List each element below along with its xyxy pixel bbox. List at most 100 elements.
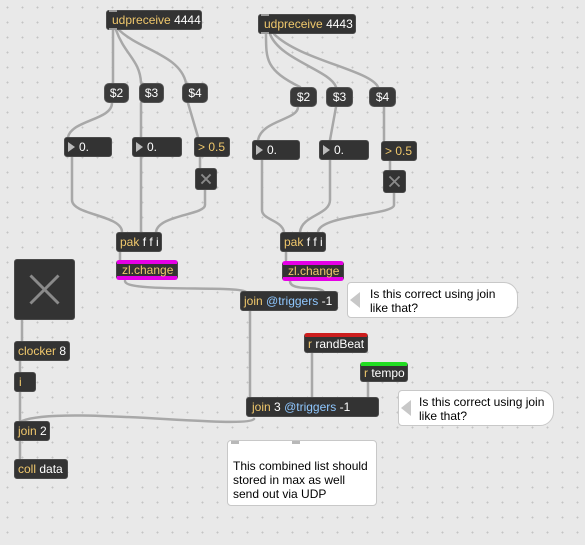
toggle-left[interactable] xyxy=(195,168,217,190)
comment-join-question-2[interactable]: Is this correct using join like that? xyxy=(398,390,554,426)
toggle-right[interactable] xyxy=(383,170,406,193)
dollar4-message-left[interactable]: $4 xyxy=(182,83,208,103)
object-name: coll xyxy=(18,462,37,476)
object-attribute-value: -1 xyxy=(321,294,333,308)
pak-object-right[interactable]: pak f f i xyxy=(280,232,326,252)
outlet[interactable] xyxy=(109,28,117,30)
number-value: 0. xyxy=(79,140,90,154)
comment-arrow xyxy=(401,400,411,416)
object-name: zl.change xyxy=(122,263,174,277)
comment-inlet xyxy=(231,441,239,444)
number-value: 0. xyxy=(267,143,278,157)
dollar3-message-left[interactable]: $3 xyxy=(139,83,164,103)
object-name: pak xyxy=(120,235,140,249)
float-number-box[interactable]: 0. xyxy=(132,137,182,157)
float-number-box[interactable]: 0. xyxy=(252,140,300,160)
object-text: > 0.5 xyxy=(385,144,413,158)
comment-inlet xyxy=(292,441,300,444)
dollar2-message-right[interactable]: $2 xyxy=(290,87,317,107)
cord xyxy=(328,105,338,142)
cord xyxy=(272,32,380,89)
object-args: f f i xyxy=(306,235,323,249)
object-arg: 3 xyxy=(274,400,281,414)
cord xyxy=(316,191,396,234)
cord xyxy=(70,155,124,234)
x-toggle-icon xyxy=(388,175,401,188)
number-value: 0. xyxy=(334,143,345,157)
object-args: 4444 xyxy=(174,13,201,27)
triangle-right-icon xyxy=(68,142,75,152)
cord xyxy=(154,188,207,234)
cord xyxy=(20,414,256,424)
dollar3-message-right[interactable]: $3 xyxy=(326,87,353,107)
inlet[interactable] xyxy=(261,14,269,16)
receive-tempo-object[interactable]: r tempo xyxy=(360,362,408,382)
join2-object[interactable]: join 2 xyxy=(14,421,50,441)
object-args: f f i xyxy=(142,235,159,249)
big-toggle[interactable] xyxy=(14,259,75,320)
triangle-right-icon xyxy=(256,145,263,155)
greater-than-object-right[interactable]: > 0.5 xyxy=(381,141,417,161)
udpreceive-4443-object[interactable]: udpreceive 4443 xyxy=(258,14,356,34)
object-name: zl.change xyxy=(288,264,340,278)
dollar4-message-right[interactable]: $4 xyxy=(369,87,396,107)
inlet[interactable] xyxy=(109,10,117,12)
number-value: 0. xyxy=(147,140,158,154)
int-object[interactable]: i xyxy=(14,372,36,392)
join3-triggers-object[interactable]: join 3 @triggers -1 xyxy=(246,397,379,417)
receive-randbeat-object[interactable]: r randBeat xyxy=(304,333,368,353)
clocker-object[interactable]: clocker 8 xyxy=(14,341,70,361)
object-attribute-value: -1 xyxy=(339,400,351,414)
cord xyxy=(66,101,114,139)
triangle-right-icon xyxy=(136,142,143,152)
cord xyxy=(260,158,286,234)
object-name: join xyxy=(18,424,37,438)
object-name: clocker xyxy=(18,344,57,358)
object-name: udpreceive xyxy=(112,13,171,27)
object-name: join xyxy=(252,400,271,414)
comment-text: Is this correct using join like that? xyxy=(370,287,496,315)
object-args: 8 xyxy=(59,344,67,358)
object-name: pak xyxy=(284,235,304,249)
zl-change-object-left[interactable]: zl.change xyxy=(116,260,178,280)
object-name: udpreceive xyxy=(264,17,323,31)
cord xyxy=(186,101,200,139)
pak-object-left[interactable]: pak f f i xyxy=(116,232,162,252)
object-attribute: @triggers xyxy=(284,400,337,414)
cord xyxy=(298,158,332,234)
object-name: r xyxy=(364,366,368,380)
cord xyxy=(268,32,338,89)
cord xyxy=(288,279,326,294)
cord xyxy=(256,105,300,142)
join-triggers-object[interactable]: join @triggers -1 xyxy=(240,291,338,311)
object-attribute: @triggers xyxy=(266,294,319,308)
object-args: tempo xyxy=(371,366,405,380)
object-name: r xyxy=(308,337,312,351)
x-toggle-icon xyxy=(200,173,212,185)
outlet[interactable] xyxy=(261,32,269,34)
float-number-box[interactable]: 0. xyxy=(319,140,369,160)
x-toggle-icon xyxy=(29,274,60,305)
cord xyxy=(117,28,188,85)
object-name: join xyxy=(244,294,263,308)
greater-than-object-left[interactable]: > 0.5 xyxy=(194,137,230,157)
cord xyxy=(264,32,302,89)
comment-join-question-1[interactable]: Is this correct using join like that? xyxy=(347,282,518,318)
object-args: 2 xyxy=(40,424,47,438)
zl-change-object-right[interactable]: zl.change xyxy=(282,261,344,281)
comment-text: This combined list should stored in max … xyxy=(233,459,368,501)
object-args: data xyxy=(39,462,63,476)
udpreceive-4444-object[interactable]: udpreceive 4444 xyxy=(106,10,202,30)
comment-arrow xyxy=(350,292,360,308)
object-args: randBeat xyxy=(315,337,365,351)
comment-combined-note[interactable]: This combined list should stored in max … xyxy=(227,440,377,506)
dollar2-message-left[interactable]: $2 xyxy=(104,83,129,103)
cord xyxy=(123,279,248,294)
cord xyxy=(114,28,143,85)
float-number-box[interactable]: 0. xyxy=(64,137,112,157)
object-text: > 0.5 xyxy=(198,140,226,154)
triangle-right-icon xyxy=(323,145,330,155)
coll-object[interactable]: coll data xyxy=(14,459,68,479)
